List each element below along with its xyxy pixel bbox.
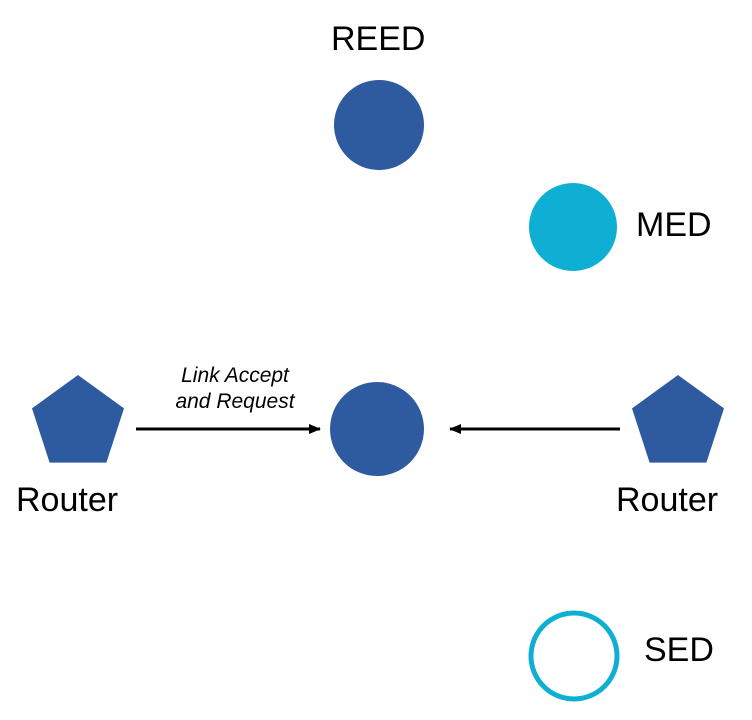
node-reed[interactable] <box>334 80 424 170</box>
node-label-sed: SED <box>644 631 714 669</box>
edge-label-link-accept-and-request: Link Accept and Request <box>175 364 295 413</box>
node-sed[interactable] <box>528 610 620 702</box>
node-label-reed: REED <box>331 20 426 58</box>
node-router-left[interactable] <box>32 375 124 463</box>
node-label-router-left: Router <box>16 481 119 519</box>
node-med[interactable] <box>529 183 617 271</box>
node-label-med: MED <box>636 206 712 244</box>
node-label-router-right: Router <box>616 481 719 519</box>
node-router-right[interactable] <box>632 375 724 463</box>
node-leader[interactable] <box>330 382 424 476</box>
